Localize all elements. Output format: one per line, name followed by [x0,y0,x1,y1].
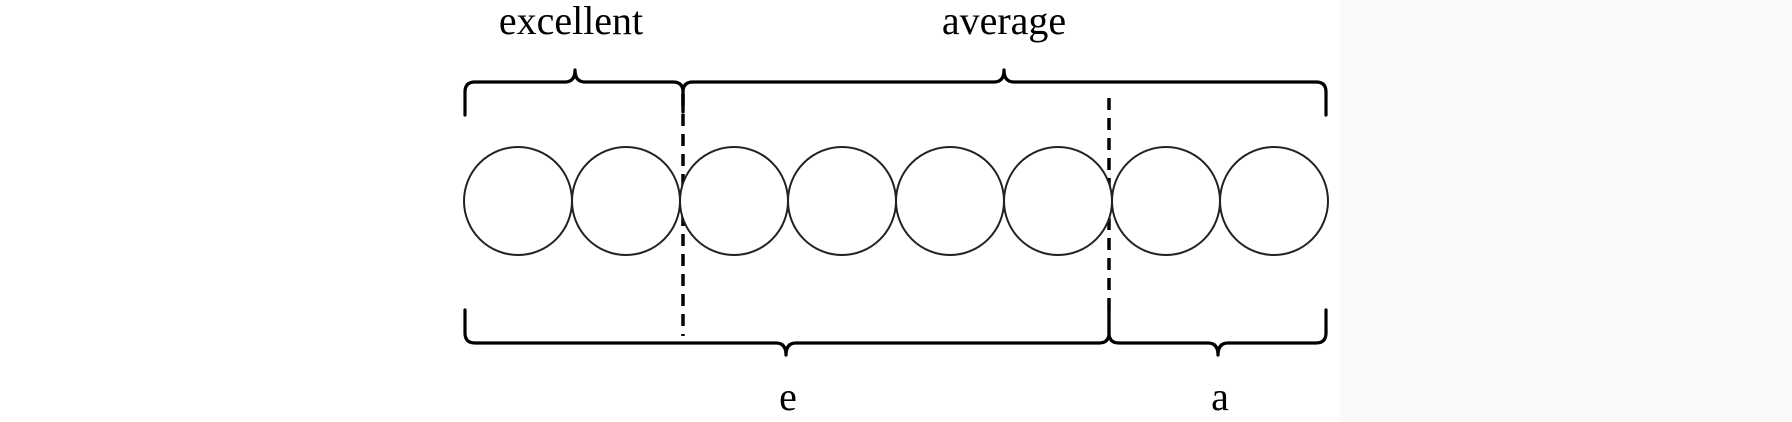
circle-7 [1111,146,1221,256]
brace-e [463,308,1111,357]
circle-3 [679,146,789,256]
circle-row [463,146,1329,256]
circle-4 [787,146,897,256]
brace-a [1107,308,1328,357]
label-excellent: excellent [499,0,643,43]
circle-5 [895,146,1005,256]
circle-6 [1003,146,1113,256]
circle-2 [571,146,681,256]
brace-excellent [463,68,685,117]
label-e: e [779,374,797,419]
circle-8 [1219,146,1329,256]
brace-average [681,68,1328,117]
label-a: a [1211,374,1229,419]
circle-1 [463,146,573,256]
background-panel [1340,0,1792,422]
label-average: average [942,0,1066,43]
